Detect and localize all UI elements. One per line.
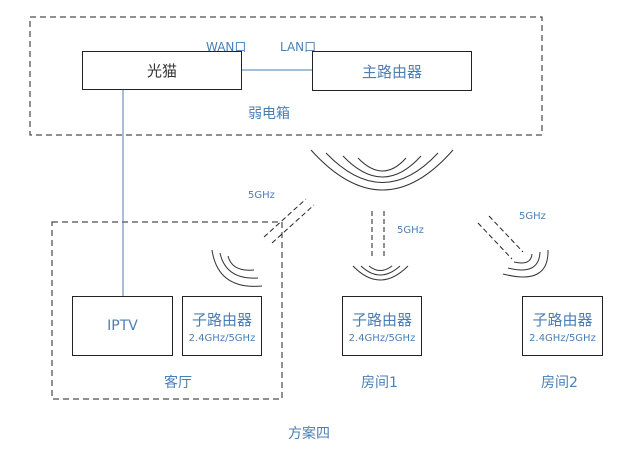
cabinet-zone (29, 16, 543, 136)
wireless-link-room2 (477, 215, 524, 260)
diagram-title: 方案四 (288, 426, 330, 442)
wireless-link-living (263, 198, 315, 244)
room2-wifi-arcs (502, 249, 549, 278)
wan-port-label: WAN口 (206, 40, 247, 54)
lan-port-label: LAN口 (280, 40, 317, 54)
room2-band-label: 2.4GHz/5GHz (529, 332, 596, 344)
room1-sub-router-box: 子路由器 2.4GHz/5GHz (342, 296, 422, 356)
modem-box: 光猫 (82, 51, 242, 90)
wireless-link-room1 (371, 211, 385, 256)
iptv-box: IPTV (72, 296, 173, 356)
living-room-zone (51, 221, 283, 400)
room2-5ghz-label: 5GHz (519, 211, 546, 222)
room2-label: 房间2 (541, 375, 578, 391)
iptv-label: IPTV (107, 318, 138, 334)
main-router-label: 主路由器 (361, 62, 422, 81)
room1-5ghz-label: 5GHz (397, 225, 424, 236)
living-sub-router-box: 子路由器 2.4GHz/5GHz (182, 296, 262, 356)
living-room-label: 客厅 (164, 375, 192, 391)
room1-sub-router-label: 子路由器 (351, 310, 412, 329)
room1-label: 房间1 (361, 375, 398, 391)
cabinet-label: 弱电箱 (248, 106, 290, 122)
living-wifi-arcs (211, 249, 263, 287)
room1-wifi-arcs (352, 265, 409, 281)
living-band-label: 2.4GHz/5GHz (188, 332, 256, 344)
room1-band-label: 2.4GHz/5GHz (348, 332, 416, 344)
room2-sub-router-label: 子路由器 (532, 310, 593, 329)
main-router-box: 主路由器 (312, 51, 472, 91)
room2-sub-router-box: 子路由器 2.4GHz/5GHz (522, 296, 603, 356)
living-5ghz-label: 5GHz (248, 190, 275, 201)
living-sub-router-label: 子路由器 (191, 310, 252, 329)
main-router-wifi-arcs (310, 149, 454, 191)
modem-label: 光猫 (146, 62, 177, 80)
